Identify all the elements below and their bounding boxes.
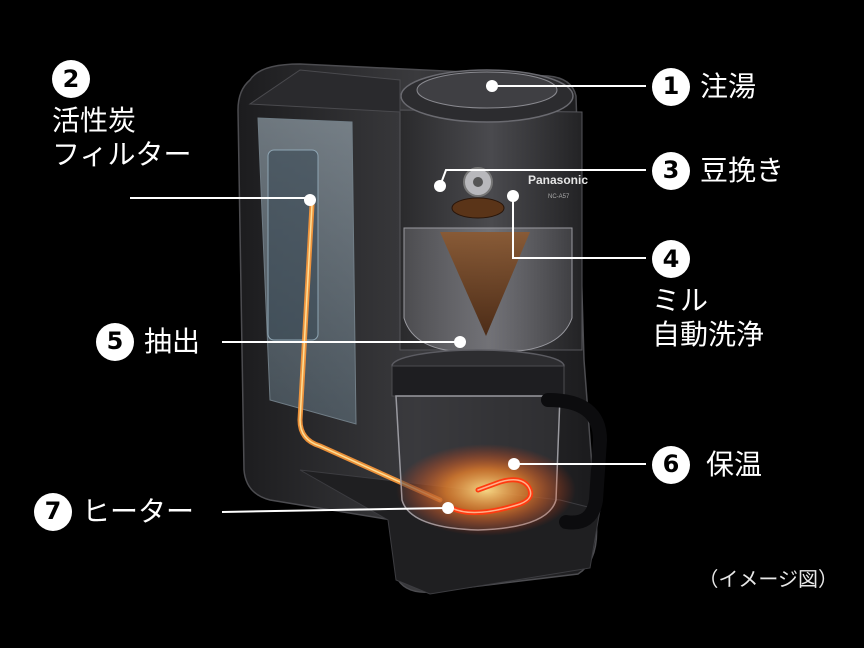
callout-text-3: 豆挽き — [700, 153, 785, 187]
callout-number-4: 4 — [652, 240, 690, 278]
heater-glow — [396, 444, 576, 536]
callout-text-4b: 自動洗浄 — [652, 317, 765, 351]
leader-4 — [512, 196, 646, 259]
callout-text-2a: 活性炭 — [52, 104, 137, 137]
callout-number-5: 5 — [96, 323, 134, 361]
leader-7 — [221, 507, 449, 513]
callout-text-6: 保温 — [706, 447, 763, 481]
leader-dot-6 — [508, 458, 520, 470]
leader-dot-5 — [454, 336, 466, 348]
leader-dot-7 — [442, 502, 454, 514]
callout-text-7: ヒーター — [82, 494, 195, 528]
callout-6: 6 保温 — [652, 446, 762, 484]
model-text: NC-A57 — [548, 194, 570, 200]
callout-text-2b: フィルター — [52, 137, 192, 171]
callout-5: 5 抽出 — [96, 323, 200, 361]
callout-number-2: 2 — [52, 60, 90, 98]
callout-7: 7 ヒーター — [34, 493, 194, 531]
leader-lines — [130, 85, 646, 513]
callout-number-1: 1 — [652, 68, 690, 106]
carafe-handle — [541, 393, 608, 530]
leader-dot-2 — [304, 194, 316, 206]
callout-number-3: 3 — [652, 152, 690, 190]
callout-text-5: 抽出 — [144, 324, 201, 358]
brand-text: Panasonic — [528, 173, 588, 187]
callout-number-7: 7 — [34, 493, 72, 531]
coffee-beans — [451, 197, 505, 219]
callout-number-6: 6 — [652, 446, 690, 484]
ground-coffee — [440, 232, 530, 336]
leader-dot-1 — [486, 80, 498, 92]
callout-text-1: 注湯 — [700, 69, 757, 103]
leader-dot-3 — [434, 180, 446, 192]
leader-dots — [304, 80, 520, 514]
image-note: （イメージ図） — [698, 567, 838, 591]
callout-2: 2 活性炭 フィルター — [52, 60, 191, 171]
callout-text-4a: ミル — [652, 284, 709, 317]
leader-dot-4 — [507, 190, 519, 202]
callout-4: 4 ミル 自動洗浄 — [652, 240, 764, 351]
callout-3: 3 豆挽き — [652, 152, 784, 190]
callout-1: 1 注湯 — [652, 68, 756, 106]
